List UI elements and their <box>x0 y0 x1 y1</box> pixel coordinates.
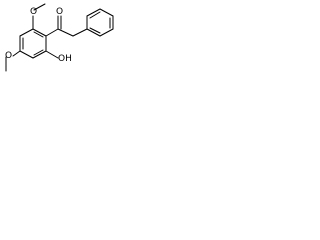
phenyl-inner-double-bond-top <box>89 11 101 19</box>
top-methoxy-oxygen-label: O <box>30 7 37 17</box>
chemical-structure-canvas: O O O OH <box>0 0 135 86</box>
phenyl-inner-double-bond-bottom <box>89 27 101 34</box>
ring-bond-top-left <box>19 28 34 37</box>
ring-to-carbonyl-bond <box>45 28 59 37</box>
phenyl-bond-bottom-left <box>86 28 101 37</box>
carbonyl-to-methylene-bond <box>57 28 74 37</box>
chemical-structure-diagram: O O O OH <box>5 3 114 72</box>
methoxy-top-methyl-bond <box>33 3 46 11</box>
hydroxyl-bond <box>45 50 59 59</box>
methylene-to-phenyl-bond <box>72 28 88 37</box>
ring-bond-bottom-left <box>19 50 34 59</box>
methoxy-bottom-bond <box>12 50 21 57</box>
phenyl-bond-top-right <box>99 8 114 17</box>
carbonyl-oxygen-label: O <box>56 7 63 17</box>
phenyl-bond-top-left <box>86 8 101 17</box>
ring-bond-bottom-right <box>32 50 47 59</box>
bottom-methoxy-oxygen-label: O <box>5 51 12 61</box>
ring-bond-top <box>32 28 47 37</box>
ring-inner-double-bond-bottom <box>33 49 44 56</box>
hydroxyl-label: OH <box>58 54 72 64</box>
phenyl-bond-bottom-right <box>99 28 114 37</box>
ring-inner-double-bond-top <box>33 31 44 38</box>
